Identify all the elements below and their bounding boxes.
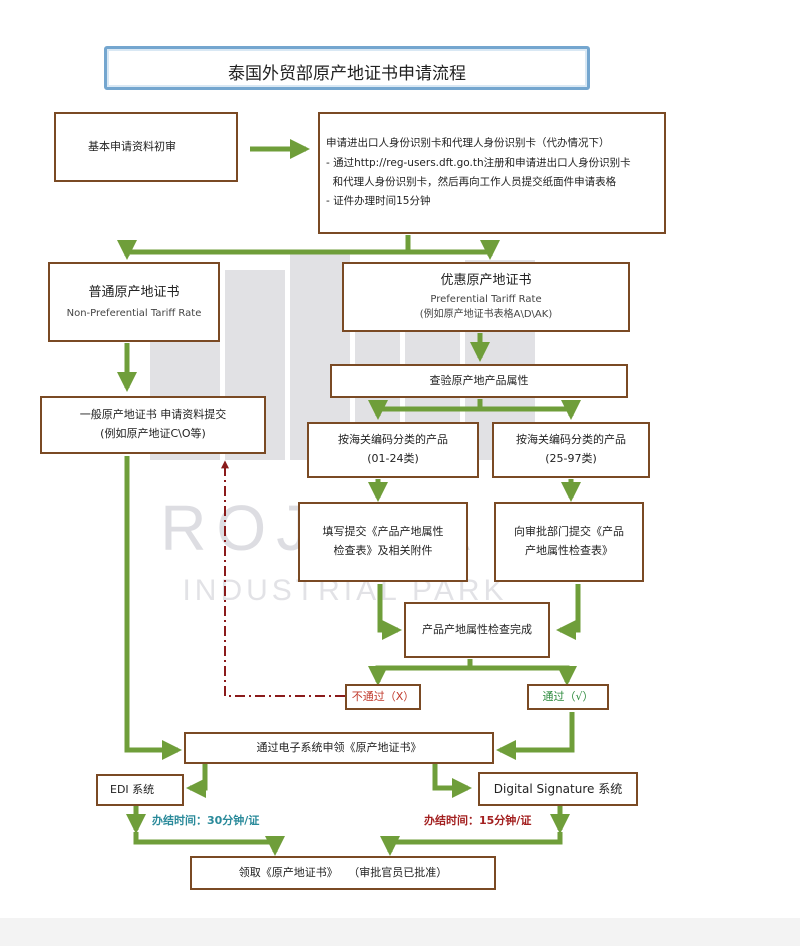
step-basic-review-label: 基本申请资料初审 xyxy=(88,139,176,153)
non-preferential-subtitle: Non-Preferential Tariff Rate xyxy=(66,307,202,319)
page-title: 泰国外贸部原产地证书申请流程 xyxy=(228,64,466,84)
receive-certificate-box: 领取《原产地证书》 （审批官员已批准） xyxy=(190,856,496,890)
step-basic-review: 基本申请资料初审 xyxy=(54,112,238,182)
pass-box: 通过（√） xyxy=(527,684,609,710)
preferential-title: 优惠原产地证书 xyxy=(440,273,532,289)
fail-label: 不通过（X） xyxy=(351,689,415,703)
edi-system-label: EDI 系统 xyxy=(110,782,155,796)
detail-line-3: 和代理人身份识别卡，然后再向工作人员提交纸面件申请表格 xyxy=(326,176,617,188)
fill-form-box: 填写提交《产品产地属性 检查表》及相关附件 xyxy=(298,502,468,582)
hs-25-97-line1: 按海关编码分类的产品 xyxy=(516,433,626,447)
fill-form-line1: 填写提交《产品产地属性 xyxy=(322,525,444,539)
step-id-card-detail: 申请进出口人身份识别卡和代理人身份识别卡（代办情况下） - 通过http://r… xyxy=(318,112,666,234)
check-attributes-label: 查验原产地产品属性 xyxy=(429,373,529,387)
digital-signature-box: Digital Signature 系统 xyxy=(478,772,638,806)
preferential-example: (例如原产地证书表格A\D\AK) xyxy=(419,309,553,321)
check-attributes-box: 查验原产地产品属性 xyxy=(330,364,628,398)
submit-approval-line2: 产地属性检查表》 xyxy=(525,544,613,557)
non-preferential-box: 普通原产地证书 Non-Preferential Tariff Rate xyxy=(48,262,220,342)
digital-signature-label: Digital Signature 系统 xyxy=(493,781,623,796)
receive-certificate-label: 领取《原产地证书》 （审批官员已批准） xyxy=(238,865,448,879)
check-complete-label: 产品产地属性检查完成 xyxy=(422,622,532,636)
hs-01-24-line2: (01-24类) xyxy=(367,452,419,465)
detail-line-4: - 证件办理时间15分钟 xyxy=(326,195,431,208)
general-submit-line1: 一般原产地证书 申请资料提交 xyxy=(79,408,227,422)
hs-01-24-line1: 按海关编码分类的产品 xyxy=(338,433,448,447)
hs-25-97-line2: (25-97类) xyxy=(545,452,597,465)
non-preferential-title: 普通原产地证书 xyxy=(88,285,180,301)
bottom-band xyxy=(0,918,800,946)
submit-approval-line1: 向审批部门提交《产品 xyxy=(514,525,624,539)
title-banner: 泰国外贸部原产地证书申请流程 xyxy=(104,46,590,90)
detail-line-2: - 通过http://reg-users.dft.go.th注册和申请进出口人身… xyxy=(326,156,631,169)
hs-25-97-box: 按海关编码分类的产品 (25-97类) xyxy=(492,422,650,478)
hs-01-24-box: 按海关编码分类的产品 (01-24类) xyxy=(307,422,479,478)
fail-box: 不通过（X） xyxy=(345,684,421,710)
detail-line-1: 申请进出口人身份识别卡和代理人身份识别卡（代办情况下） xyxy=(326,137,610,150)
submit-approval-box: 向审批部门提交《产品 产地属性检查表》 xyxy=(494,502,644,582)
general-submit-line2: (例如原产地证C\O等) xyxy=(100,427,206,440)
digital-processing-time: 办结时间：15分钟/证 xyxy=(424,814,532,827)
e-apply-box: 通过电子系统申领《原产地证书》 xyxy=(184,732,494,764)
edi-processing-time: 办结时间：30分钟/证 xyxy=(152,814,260,827)
pass-label: 通过（√） xyxy=(542,689,594,703)
fill-form-line2: 检查表》及相关附件 xyxy=(333,544,433,557)
edi-system-box: EDI 系统 xyxy=(96,774,184,806)
preferential-subtitle: Preferential Tariff Rate xyxy=(430,293,542,305)
preferential-box: 优惠原产地证书 Preferential Tariff Rate (例如原产地证… xyxy=(342,262,630,332)
e-apply-label: 通过电子系统申领《原产地证书》 xyxy=(256,740,422,754)
general-submit-box: 一般原产地证书 申请资料提交 (例如原产地证C\O等) xyxy=(40,396,266,454)
check-complete-box: 产品产地属性检查完成 xyxy=(404,602,550,658)
